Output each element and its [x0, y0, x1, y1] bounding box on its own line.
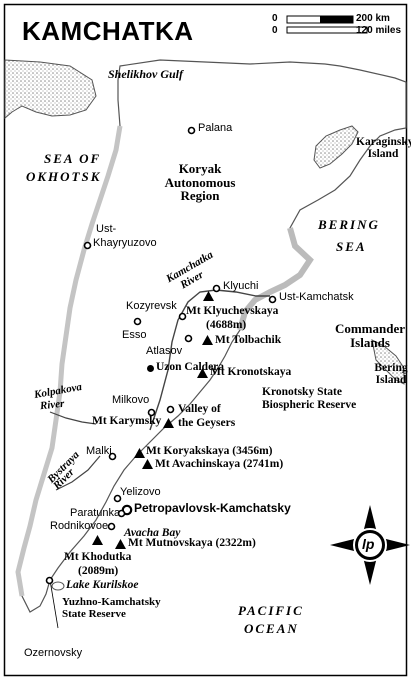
- label-bering-sea-1: BERING: [318, 217, 380, 232]
- west-coast-shading: [15, 125, 123, 597]
- label-mt-avachinskaya: Mt Avachinskaya (2741m): [155, 458, 284, 470]
- marker-kozyrevsk: [178, 312, 187, 321]
- marker-malki: [108, 452, 117, 461]
- label-shelikhov-gulf: Shelikhov Gulf: [108, 67, 184, 81]
- label-karaginsky-island: Karaginsky Island: [356, 136, 411, 161]
- label-mt-karymsky: Mt Karymsky: [92, 415, 162, 427]
- label-bering-island: Bering Island: [374, 362, 408, 387]
- lake-kurilskoe-shape: [51, 581, 65, 591]
- label-mt-khodutka-1: Mt Khodutka: [64, 551, 132, 563]
- label-mt-tolbachik: Mt Tolbachik: [215, 334, 282, 346]
- map-title: KAMCHATKA: [22, 16, 194, 46]
- label-rodnikovoe: Rodnikovoe: [50, 520, 109, 532]
- marker-ust-khayryuzovo: [83, 241, 92, 250]
- marker-yelizovo: [113, 494, 122, 503]
- peak-mutnovskaya-icon: [115, 539, 126, 549]
- karaginsky-island-shape: [313, 125, 359, 169]
- mainland-coast-northwest: [4, 59, 97, 120]
- label-mt-kronotskaya: Mt Kronotskaya: [210, 366, 292, 378]
- marker-ust-kamchatsk: [268, 295, 277, 304]
- label-yuzhno-reserve: Yuzhno-Kamchatsky State Reserve: [62, 596, 161, 621]
- scale-miles-label: 120 miles: [356, 25, 402, 36]
- label-ust-khayryuzovo-2: Khayryuzovo: [93, 237, 157, 249]
- scale-bar-miles: [286, 26, 368, 34]
- label-sea-of-okhotsk-1: SEA OF: [44, 151, 102, 166]
- label-valley-geysers-1: Valley of: [178, 403, 221, 415]
- label-mt-klyuchevskaya-2: (4688m): [206, 319, 247, 331]
- label-klyuchi: Klyuchi: [223, 280, 259, 292]
- marker-uzon-caldera: [146, 364, 155, 373]
- label-paratunka: Paratunka: [70, 507, 121, 519]
- marker-atlasov: [184, 334, 193, 343]
- marker-klyuchi: [212, 284, 221, 293]
- scale-zero-miles: 0: [272, 25, 278, 36]
- peak-kronotskaya-icon: [197, 368, 208, 378]
- label-avacha-bay: Avacha Bay: [124, 527, 181, 539]
- peak-klyuchevskaya-icon: [203, 291, 214, 301]
- east-coast-shading: [237, 227, 314, 331]
- label-ozernovsky: Ozernovsky: [24, 647, 83, 659]
- label-petropavlovsk: Petropavlovsk-Kamchatsky: [134, 501, 291, 515]
- scale-bar-km-fill: [320, 16, 353, 23]
- kamchatka-river-line: [149, 289, 270, 431]
- marker-palana: [187, 126, 196, 135]
- ozernovsky-leader: [49, 579, 59, 629]
- compass-rose-logo: [330, 505, 410, 585]
- marker-rodnikovoe: [107, 522, 116, 531]
- label-esso: Esso: [122, 329, 147, 341]
- scale-zero-km: 0: [272, 13, 278, 24]
- label-mt-mutnovskaya: Mt Mutnovskaya (2322m): [128, 537, 256, 549]
- label-yelizovo: Yelizovo: [120, 486, 161, 498]
- label-ust-kamchatsk: Ust-Kamchatsk: [279, 291, 354, 303]
- label-mt-koryakskaya: Mt Koryakskaya (3456m): [146, 445, 273, 457]
- marker-milkovo: [147, 408, 156, 417]
- label-sea-of-okhotsk-2: OKHOTSK: [26, 169, 102, 184]
- marker-paratunka: [117, 509, 126, 518]
- label-mt-khodutka-2: (2089m): [78, 565, 119, 577]
- label-palana: Palana: [198, 122, 233, 134]
- label-uzon-caldera: Uzon Caldera: [156, 361, 225, 373]
- peak-karymsky-icon: [163, 418, 174, 428]
- bystraya-river-line: [55, 455, 101, 491]
- bering-island-shape: [371, 339, 405, 385]
- label-bering-sea-2: SEA: [336, 239, 367, 254]
- marker-valley-geysers: [166, 405, 175, 414]
- marker-esso: [133, 317, 142, 326]
- label-valley-geysers-2: the Geysers: [178, 417, 236, 429]
- label-kronotsky-reserve: Kronotsky State Biospheric Reserve: [262, 386, 357, 411]
- label-malki: Malki: [86, 445, 112, 457]
- peak-avachinskaya-icon: [142, 459, 153, 469]
- label-mt-klyuchevskaya-1: Mt Klyuchevskaya: [186, 305, 279, 317]
- scale-km-label: 200 km: [356, 13, 390, 24]
- label-ust-khayryuzovo-1: Ust-: [96, 223, 117, 235]
- label-koryak-region: Koryak Autonomous Region: [164, 161, 236, 204]
- kolpakova-river-line: [49, 411, 97, 425]
- peak-koryakskaya-icon: [134, 448, 145, 458]
- label-pacific-ocean-1: PACIFIC: [238, 603, 304, 618]
- label-milkovo: Milkovo: [112, 394, 150, 406]
- label-commander-islands: Commander Islands: [334, 321, 406, 350]
- label-atlasov: Atlasov: [146, 345, 183, 357]
- map-frame: [3, 3, 408, 677]
- peak-khodutka-icon: [92, 535, 103, 545]
- logo-lp: lp: [362, 536, 375, 552]
- marker-ozernovsky-lake: [45, 576, 54, 585]
- label-pacific-ocean-2: OCEAN: [244, 621, 299, 636]
- label-kozyrevsk: Kozyrevsk: [126, 300, 177, 312]
- peak-tolbachik-icon: [202, 335, 213, 345]
- label-lake-kurilskoe: Lake Kurilskoe: [66, 579, 139, 591]
